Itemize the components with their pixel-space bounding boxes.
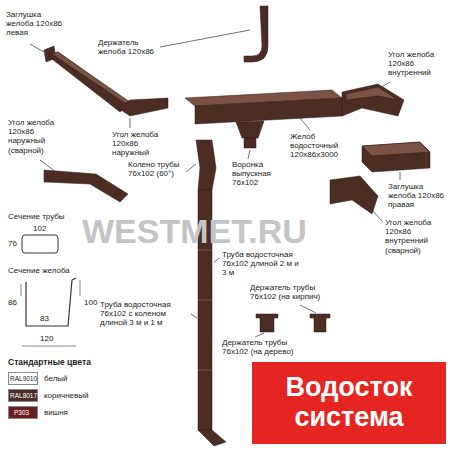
leader-lines <box>30 30 400 337</box>
part-label: Воронка выпускная 76x102 <box>232 160 290 188</box>
part-label: Угол желоба 120x86 наружный <box>112 130 172 158</box>
part-label: Желоб водосточный 120x86x3000 <box>290 132 352 160</box>
section-title: Сечение желоба <box>8 266 70 275</box>
watermark: WESTMET.RU <box>82 212 307 251</box>
dimension: 100 <box>84 298 97 307</box>
outer-corner <box>118 98 168 116</box>
legend-text: белый <box>44 374 68 383</box>
part-label: Угол желоба 120x86 наружный (сварной) <box>8 118 68 155</box>
part-label: Угол желоба 120x86 внутренний <box>388 50 446 78</box>
pipe-elbow <box>196 140 216 190</box>
gutter-left <box>48 52 130 112</box>
part-label: Труба водосточная 76x102 с коленом длино… <box>100 300 188 328</box>
color-code: RAL9010 <box>10 375 37 382</box>
part-label: Угол желоба 120x86 внутренний (сварной) <box>385 218 445 255</box>
part-label: Держатель трубы 76x102 (на дерево) <box>222 338 300 356</box>
part-label: Заглушка желоба 120x86 правая <box>388 182 446 210</box>
welded-inner-corner <box>330 176 378 214</box>
inner-corner-top <box>346 87 398 100</box>
color-code: RAL8017 <box>10 392 37 399</box>
pipe-section <box>22 235 58 253</box>
dimension: 76 <box>8 239 17 248</box>
part-label: Заглушка желоба 120x86 левая <box>6 10 66 38</box>
gutter-left-lip <box>52 52 130 104</box>
dimension: 86 <box>8 298 17 307</box>
part-label: Держатель трубы 76x102 (на кирпич) <box>250 283 334 301</box>
welded-outer-corner <box>44 170 128 202</box>
gutter-front <box>195 98 342 124</box>
inner-corner <box>342 84 404 116</box>
part-label: Колено трубы 76x102 (60°) <box>128 160 186 178</box>
end-cap-top <box>362 142 430 156</box>
dimension: 102 <box>33 224 46 233</box>
banner-text: Водосток система <box>264 373 434 432</box>
gutter-section <box>26 278 76 326</box>
legend-text: коричневый <box>44 391 88 400</box>
legend-text: вишня <box>44 408 68 417</box>
pipe-holder-brick <box>310 314 330 332</box>
pipe-holder-wood <box>256 314 278 332</box>
color-code: P303 <box>14 409 29 416</box>
dimension: 83 <box>40 314 49 323</box>
pipe-outlet <box>198 430 226 446</box>
gutter-hook <box>244 6 268 62</box>
part-label: Держатель желоба 120x86 <box>98 38 162 56</box>
section-title: Сечение трубы <box>8 212 65 221</box>
part-label: Труба водосточная 76x102 длиной 2 м и 3 … <box>222 250 304 278</box>
end-cap-right <box>362 142 430 172</box>
funnel-neck <box>244 138 256 148</box>
funnel <box>236 121 264 138</box>
dimension: 120 <box>40 334 53 343</box>
legend-title: Стандартные цвета <box>8 358 91 368</box>
title-banner: Водосток система <box>252 362 446 444</box>
